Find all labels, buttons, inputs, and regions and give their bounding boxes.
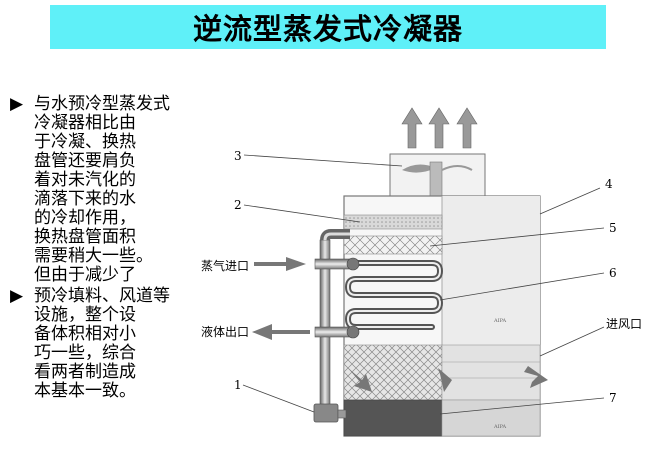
bullet-line: 设施，整个设 — [34, 305, 136, 325]
svg-text:AIPA: AIPA — [493, 424, 506, 430]
bullet-list: ▶ 与水预冷型蒸发式 冷凝器相比由 于冷凝、换热 盘管还要肩负 着对未汽化的 滴… — [10, 95, 210, 403]
bullet-arrow-icon: ▶ — [10, 94, 24, 114]
bullet-arrow-icon: ▶ — [10, 286, 24, 306]
air-inlet-arrow-icon — [348, 366, 548, 392]
bullet-item: ▶ 与水预冷型蒸发式 冷凝器相比由 于冷凝、换热 盘管还要肩负 着对未汽化的 滴… — [10, 95, 210, 285]
exhaust-arrow-icon — [401, 107, 478, 149]
fill-media — [343, 344, 443, 401]
page-title: 逆流型蒸发式冷凝器 — [192, 12, 463, 46]
callout-6: 6 — [609, 266, 617, 280]
air-inlet-label: 进风口 — [606, 317, 642, 331]
spray-distribution — [343, 235, 443, 255]
pump-icon — [313, 403, 339, 423]
steam-inlet-arrow-icon — [254, 257, 306, 271]
bullet-line: 预冷填料、风道等 — [34, 286, 170, 306]
callout-2: 2 — [234, 198, 242, 212]
bullet-line: 着对未汽化的 — [34, 170, 136, 190]
bullet-line: 于冷凝、换热 — [34, 132, 136, 152]
bullet-line: 备体积相对小 — [34, 324, 136, 344]
callout-3: 3 — [234, 149, 242, 163]
bullet-line: 冷凝器相比由 — [34, 113, 136, 133]
bullet-item: ▶ 预冷填料、风道等 设施，整个设 备体积相对小 巧一些，综合 看两者制造成 本… — [10, 287, 210, 401]
liquid-outlet-arrow-icon — [252, 324, 310, 340]
svg-text:AIPA: AIPA — [493, 318, 506, 324]
bullet-line: 需要稍大一些。 — [34, 246, 153, 266]
bullet-line: 滴落下来的水 — [34, 189, 136, 209]
steam-inlet-label: 蒸气进口 — [201, 258, 249, 273]
bullet-line: 但由于减少了 — [34, 265, 136, 285]
bullet-line: 本基本一致。 — [34, 381, 136, 401]
liquid-outlet-label: 液体出口 — [201, 324, 249, 339]
bullet-line: 看两者制造成 — [34, 362, 136, 382]
bullet-line: 盘管还要肩负 — [34, 151, 136, 171]
callout-1: 1 — [234, 378, 242, 392]
drift-eliminator — [343, 214, 443, 230]
fill-media-right — [441, 344, 541, 401]
bullet-line: 巧一些，综合 — [34, 343, 136, 363]
bullet-line: 与水预冷型蒸发式 — [34, 94, 170, 114]
water-sump — [343, 399, 443, 437]
callout-5: 5 — [609, 221, 617, 235]
bullet-line: 换热盘管面积 — [34, 227, 136, 247]
callout-7: 7 — [609, 391, 617, 405]
callout-4: 4 — [605, 177, 613, 191]
title-bar: 逆流型蒸发式冷凝器 — [50, 5, 606, 49]
bullet-line: 的冷却作用， — [34, 208, 136, 228]
